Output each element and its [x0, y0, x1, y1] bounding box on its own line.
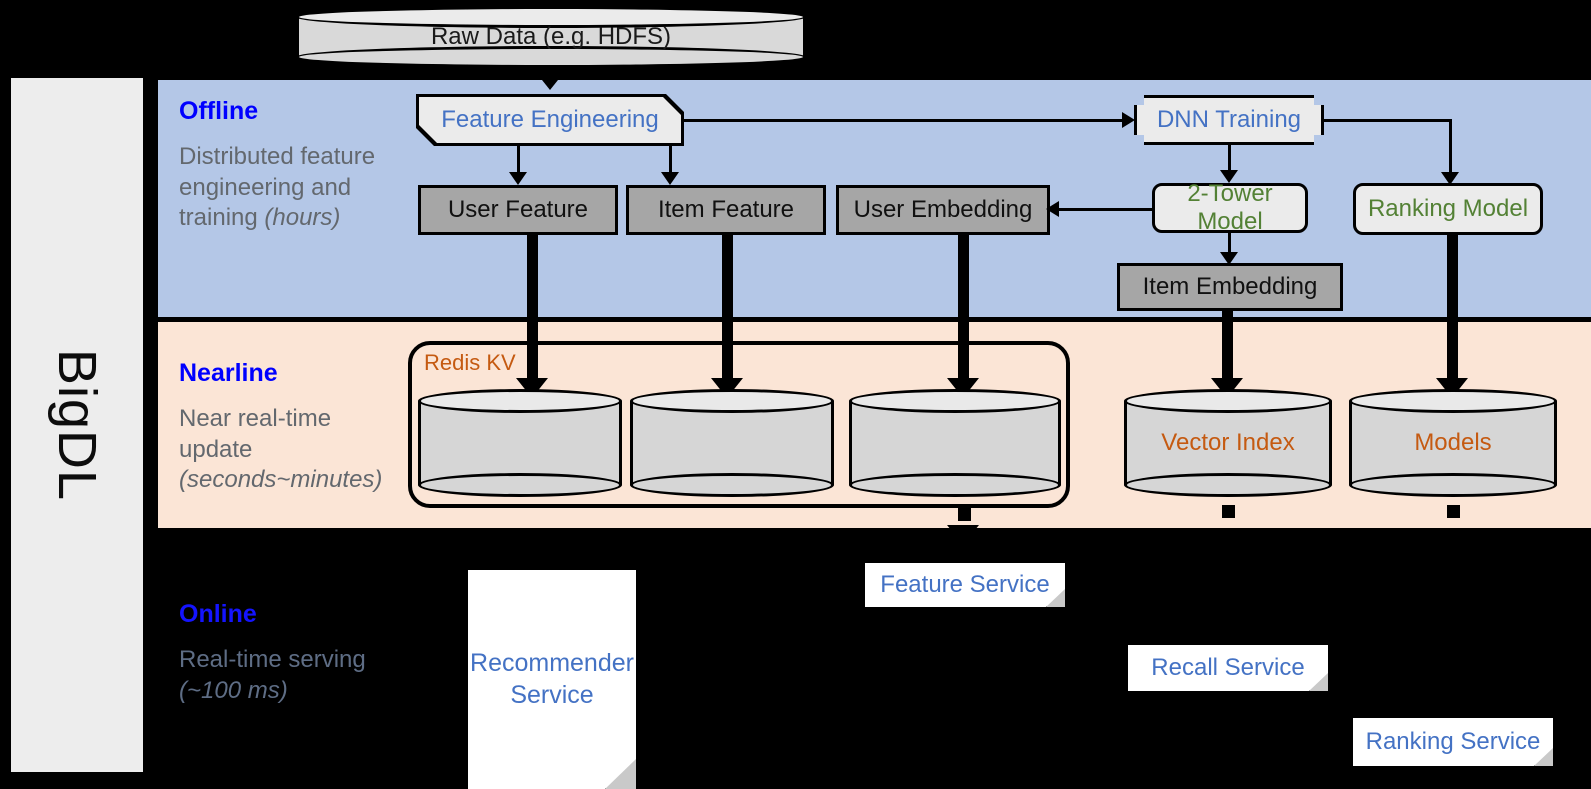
layer-subtitle-nearline: Near real-time update (seconds~minutes) — [179, 404, 409, 496]
connector-twotower-userembedding — [1055, 208, 1155, 211]
layer-subtitle-online-text: Real-time serving — [179, 646, 366, 673]
redis-store-user-embedding[interactable] — [849, 389, 1061, 497]
cylinder-top — [418, 389, 622, 413]
cylinder-body — [630, 401, 834, 485]
raw-data-store[interactable]: Raw Data (e.g. HDFS) — [296, 6, 806, 68]
arrowhead-fe-dnn — [1122, 112, 1135, 128]
ranking-service-label: Ranking Service — [1365, 728, 1541, 755]
layer-title-nearline: Nearline — [179, 359, 278, 387]
ranking-model-label: Ranking Model — [1367, 195, 1529, 222]
item-embedding-node[interactable]: Item Embedding — [1117, 263, 1343, 311]
item-feature-label: Item Feature — [657, 196, 795, 223]
arrowhead-twotower-itemembedding — [1220, 252, 1238, 265]
feature-engineering-label: Feature Engineering — [441, 106, 659, 133]
item-feature-node[interactable]: Item Feature — [626, 185, 826, 235]
cylinder-body — [849, 401, 1061, 485]
models-store[interactable]: Models — [1349, 389, 1557, 497]
recall-service-node[interactable]: Recall Service — [1128, 645, 1328, 691]
connector-dnn-ranking-h — [1324, 119, 1452, 122]
recall-service-label: Recall Service — [1151, 654, 1305, 681]
cylinder-bottom — [849, 473, 1061, 497]
connector-userembedding-redis — [958, 235, 969, 395]
cylinder-top — [630, 389, 834, 413]
cylinder-body — [1124, 401, 1332, 485]
connector-userfeature-redis — [527, 235, 538, 395]
cylinder-body — [418, 401, 622, 485]
recommender-service-label: Recommender Service — [470, 649, 634, 709]
connector-dnn-twotower — [1228, 145, 1231, 177]
arrowhead-fe-userfeature — [509, 172, 527, 185]
redis-store-item-feature[interactable] — [630, 389, 834, 497]
cylinder-top — [296, 6, 806, 28]
cylinder-top — [849, 389, 1061, 413]
layer-subtitle-online: Real-time serving (~100 ms) — [179, 645, 409, 706]
bigdl-label: BigDL — [47, 348, 108, 502]
connector-fe-userfeature — [517, 146, 520, 178]
cylinder-bottom — [296, 46, 806, 68]
user-feature-node[interactable]: User Feature — [418, 185, 618, 235]
arrowhead-dnn-ranking — [1441, 172, 1459, 185]
two-tower-model-node[interactable]: 2-Tower Model — [1152, 180, 1308, 235]
page-fold-icon — [605, 759, 636, 789]
raw-data-label: Raw Data (e.g. HDFS) — [430, 23, 672, 50]
layer-title-offline: Offline — [179, 97, 259, 125]
cylinder-top — [1124, 389, 1332, 413]
ranking-model-node[interactable]: Ranking Model — [1353, 183, 1543, 235]
cylinder-body — [1349, 401, 1557, 485]
arrowhead-redis-featureservice — [947, 525, 979, 545]
dashed-segment-featureservice-1 — [958, 508, 971, 521]
connector-fe-dnn — [684, 119, 1124, 122]
arrowhead-fe-itemfeature — [661, 172, 679, 185]
feature-engineering-node[interactable]: Feature Engineering — [419, 97, 681, 143]
layer-title-online: Online — [179, 600, 257, 628]
dnn-flange-br — [1314, 135, 1324, 145]
connector-dnn-ranking-v — [1449, 119, 1452, 179]
bigdl-sidebar: BigDL — [8, 75, 146, 775]
dashed-segment-rankingservice-1 — [1447, 505, 1460, 518]
connector-twotower-itemembedding — [1228, 233, 1231, 259]
layer-subtitle-nearline-em: (seconds~minutes) — [179, 466, 383, 494]
vector-index-label: Vector Index — [1161, 429, 1295, 456]
page-fold-icon — [1309, 673, 1328, 691]
cylinder-bottom — [1349, 473, 1557, 497]
feature-service-node[interactable]: Feature Service — [865, 563, 1065, 607]
dashed-segment-recallservice-2 — [1222, 530, 1235, 543]
user-feature-label: User Feature — [447, 196, 589, 223]
dnn-flange-bl — [1134, 135, 1144, 145]
dnn-training-label: DNN Training — [1156, 106, 1302, 133]
redis-store-user-feature[interactable] — [418, 389, 622, 497]
layer-subtitle-offline-text: Distributed feature engineering and trai… — [179, 143, 376, 232]
layer-subtitle-online-em: (~100 ms) — [179, 676, 288, 704]
cylinder-bottom — [630, 473, 834, 497]
dashed-segment-recallservice-1 — [1222, 505, 1235, 518]
item-embedding-label: Item Embedding — [1142, 273, 1318, 300]
redis-kv-label: Redis KV — [424, 350, 516, 375]
models-label: Models — [1414, 429, 1492, 456]
redis-kv-container — [408, 341, 1070, 508]
connector-fe-itemfeature — [669, 146, 672, 178]
recommender-service-node[interactable]: Recommender Service — [468, 570, 636, 789]
layer-subtitle-offline: Distributed feature engineering and trai… — [179, 142, 409, 234]
feature-service-label: Feature Service — [880, 571, 1050, 598]
connector-itemfeature-redis — [722, 235, 733, 395]
layer-subtitle-offline-em: (hours) — [264, 204, 341, 232]
user-embedding-label: User Embedding — [853, 196, 1033, 223]
cylinder-bottom — [418, 473, 622, 497]
cylinder-top — [1349, 389, 1557, 413]
cylinder-bottom — [1124, 473, 1332, 497]
vector-index-store[interactable]: Vector Index — [1124, 389, 1332, 497]
dnn-training-node[interactable]: DNN Training — [1137, 98, 1321, 142]
layer-subtitle-nearline-text: Near real-time update — [179, 405, 332, 463]
connector-itemembedding-vectorindex — [1222, 311, 1233, 395]
dnn-flange-tr — [1314, 95, 1324, 105]
ranking-service-node[interactable]: Ranking Service — [1353, 718, 1553, 766]
dashed-segment-rankingservice-2 — [1447, 530, 1460, 543]
dnn-flange-tl — [1134, 95, 1144, 105]
two-tower-model-label: 2-Tower Model — [1187, 180, 1273, 235]
connector-rankingmodel-models — [1447, 235, 1458, 395]
arrowhead-rawdata-fe — [534, 70, 566, 90]
user-embedding-node[interactable]: User Embedding — [836, 185, 1050, 235]
arrowhead-dnn-twotower — [1220, 170, 1238, 183]
arrowhead-twotower-userembedding — [1046, 201, 1059, 217]
